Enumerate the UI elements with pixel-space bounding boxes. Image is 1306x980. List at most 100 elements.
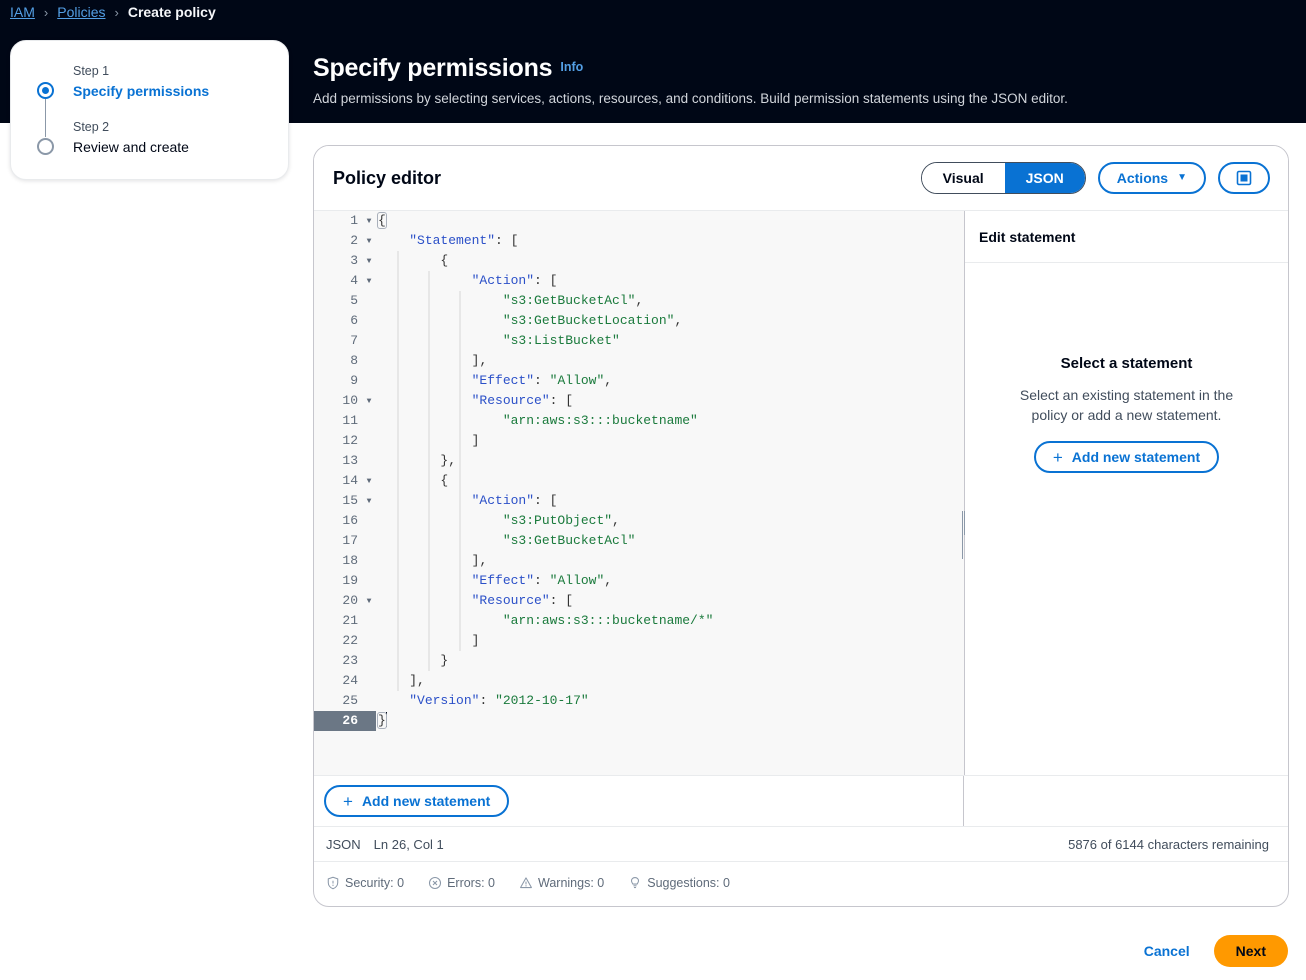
breadcrumb-item-policies[interactable]: Policies <box>57 4 106 20</box>
code-text-18: ], <box>376 551 964 571</box>
chevron-down-icon: ▼ <box>1177 172 1187 183</box>
code-line-17[interactable]: 17 "s3:GetBucketAcl" <box>314 531 964 551</box>
code-text-10: "Resource": [ <box>376 391 964 411</box>
next-button[interactable]: Next <box>1213 935 1288 967</box>
code-line-2[interactable]: 2▼ "Statement": [ <box>314 231 964 251</box>
code-line-9[interactable]: 9 "Effect": "Allow", <box>314 371 964 391</box>
fold-toggle-icon[interactable]: ▼ <box>362 251 376 271</box>
editor-language-label: JSON <box>326 836 361 852</box>
line-number-7: 7 <box>314 331 362 351</box>
fullscreen-toggle-button[interactable] <box>1218 162 1270 194</box>
wizard-footer: Cancel Next <box>0 922 1306 980</box>
line-number-22: 22 <box>314 631 362 651</box>
code-line-1[interactable]: 1▼{ <box>314 211 964 231</box>
code-line-18[interactable]: 18 ], <box>314 551 964 571</box>
diagnostic-suggestions-label: Suggestions: 0 <box>647 875 730 890</box>
diagnostic-suggestions[interactable]: Suggestions: 0 <box>628 876 730 890</box>
empty-state-description: Select an existing statement in the poli… <box>1019 387 1234 423</box>
diagnostic-warnings[interactable]: Warnings: 0 <box>519 876 604 890</box>
fold-toggle-icon[interactable]: ▼ <box>362 391 376 411</box>
fold-spacer <box>362 431 376 451</box>
code-text-8: ], <box>376 351 964 371</box>
code-text-21: "arn:aws:s3:::bucketname/*" <box>376 611 964 631</box>
plus-icon: + <box>343 791 353 811</box>
breadcrumb-item-iam[interactable]: IAM <box>10 4 35 20</box>
pane-splitter[interactable] <box>962 211 967 775</box>
fold-toggle-icon[interactable]: ▼ <box>362 271 376 291</box>
fold-toggle-icon[interactable]: ▼ <box>362 591 376 611</box>
code-line-11[interactable]: 11 "arn:aws:s3:::bucketname" <box>314 411 964 431</box>
breadcrumb-item-current: Create policy <box>127 4 216 20</box>
line-number-12: 12 <box>314 431 362 451</box>
code-line-25[interactable]: 25 "Version": "2012-10-17" <box>314 691 964 711</box>
code-line-8[interactable]: 8 ], <box>314 351 964 371</box>
code-text-5: "s3:GetBucketAcl", <box>376 291 964 311</box>
actions-label: Actions <box>1116 170 1169 186</box>
fold-spacer <box>362 711 376 731</box>
splitter-grip-icon[interactable] <box>962 511 967 559</box>
fold-toggle-icon[interactable]: ▼ <box>362 471 376 491</box>
diagnostic-security-label: Security: 0 <box>345 875 405 890</box>
editor-footer-right <box>964 776 1288 826</box>
view-toggle-group: Visual JSON <box>920 162 1086 194</box>
json-code-editor[interactable]: 1▼{2▼ "Statement": [3▼ {4▼ "Action": [5 … <box>314 211 964 775</box>
cursor-position-label: Ln 26, Col 1 <box>373 836 444 852</box>
info-link[interactable]: Info <box>560 60 584 74</box>
editor-footer-left: + Add new statement <box>314 776 964 826</box>
diagnostic-errors[interactable]: Errors: 0 <box>428 876 495 890</box>
view-toggle-json[interactable]: JSON <box>1004 163 1085 193</box>
code-line-10[interactable]: 10▼ "Resource": [ <box>314 391 964 411</box>
code-text-24: ], <box>376 671 964 691</box>
code-line-16[interactable]: 16 "s3:PutObject", <box>314 511 964 531</box>
code-line-3[interactable]: 3▼ { <box>314 251 964 271</box>
fold-spacer <box>362 511 376 531</box>
policy-editor-title: Policy editor <box>333 167 442 188</box>
code-line-13[interactable]: 13 }, <box>314 451 964 471</box>
code-line-5[interactable]: 5 "s3:GetBucketAcl", <box>314 291 964 311</box>
view-toggle-visual[interactable]: Visual <box>921 163 1005 193</box>
code-text-25: "Version": "2012-10-17" <box>376 691 964 711</box>
line-number-18: 18 <box>314 551 362 571</box>
code-line-24[interactable]: 24 ], <box>314 671 964 691</box>
code-text-3: { <box>376 251 964 271</box>
stepper-item-review-and-create[interactable]: Step 2 Review and create <box>37 119 288 175</box>
line-number-8: 8 <box>314 351 362 371</box>
panel-add-new-statement-button[interactable]: + Add new statement <box>1033 441 1220 473</box>
step-indicator-inactive-icon <box>37 138 54 155</box>
code-line-26[interactable]: 26} <box>314 711 964 731</box>
fold-spacer <box>362 451 376 471</box>
fold-spacer <box>362 411 376 431</box>
diagnostic-security[interactable]: Security: 0 <box>326 876 404 890</box>
policy-editor-toolbar: Policy editor Visual JSON Actions ▼ <box>314 146 1288 210</box>
fold-toggle-icon[interactable]: ▼ <box>362 491 376 511</box>
line-number-15: 15 <box>314 491 362 511</box>
code-text-6: "s3:GetBucketLocation", <box>376 311 964 331</box>
code-text-22: ] <box>376 631 964 651</box>
fold-toggle-icon[interactable]: ▼ <box>362 211 376 231</box>
fold-spacer <box>362 611 376 631</box>
code-text-23: } <box>376 651 964 671</box>
code-line-12[interactable]: 12 ] <box>314 431 964 451</box>
cancel-button[interactable]: Cancel <box>1143 943 1190 959</box>
editor-status-bar: JSON Ln 26, Col 1 5876 of 6144 character… <box>314 826 1288 861</box>
editor-add-new-statement-button[interactable]: + Add new statement <box>324 785 510 817</box>
fold-toggle-icon[interactable]: ▼ <box>362 231 376 251</box>
fold-spacer <box>362 631 376 651</box>
actions-dropdown-button[interactable]: Actions ▼ <box>1097 162 1206 194</box>
code-text-15: "Action": [ <box>376 491 964 511</box>
code-line-21[interactable]: 21 "arn:aws:s3:::bucketname/*" <box>314 611 964 631</box>
code-line-4[interactable]: 4▼ "Action": [ <box>314 271 964 291</box>
code-line-15[interactable]: 15▼ "Action": [ <box>314 491 964 511</box>
code-line-6[interactable]: 6 "s3:GetBucketLocation", <box>314 311 964 331</box>
code-line-19[interactable]: 19 "Effect": "Allow", <box>314 571 964 591</box>
code-line-14[interactable]: 14▼ { <box>314 471 964 491</box>
code-line-22[interactable]: 22 ] <box>314 631 964 651</box>
fold-spacer <box>362 371 376 391</box>
code-line-7[interactable]: 7 "s3:ListBucket" <box>314 331 964 351</box>
code-line-23[interactable]: 23 } <box>314 651 964 671</box>
edit-statement-empty-state: Select a statement Select an existing st… <box>965 263 1288 473</box>
code-text-11: "arn:aws:s3:::bucketname" <box>376 411 964 431</box>
code-line-20[interactable]: 20▼ "Resource": [ <box>314 591 964 611</box>
stepper-item-specify-permissions[interactable]: Step 1 Specify permissions <box>37 63 288 137</box>
edit-statement-panel: Edit statement Select a statement Select… <box>965 211 1288 775</box>
